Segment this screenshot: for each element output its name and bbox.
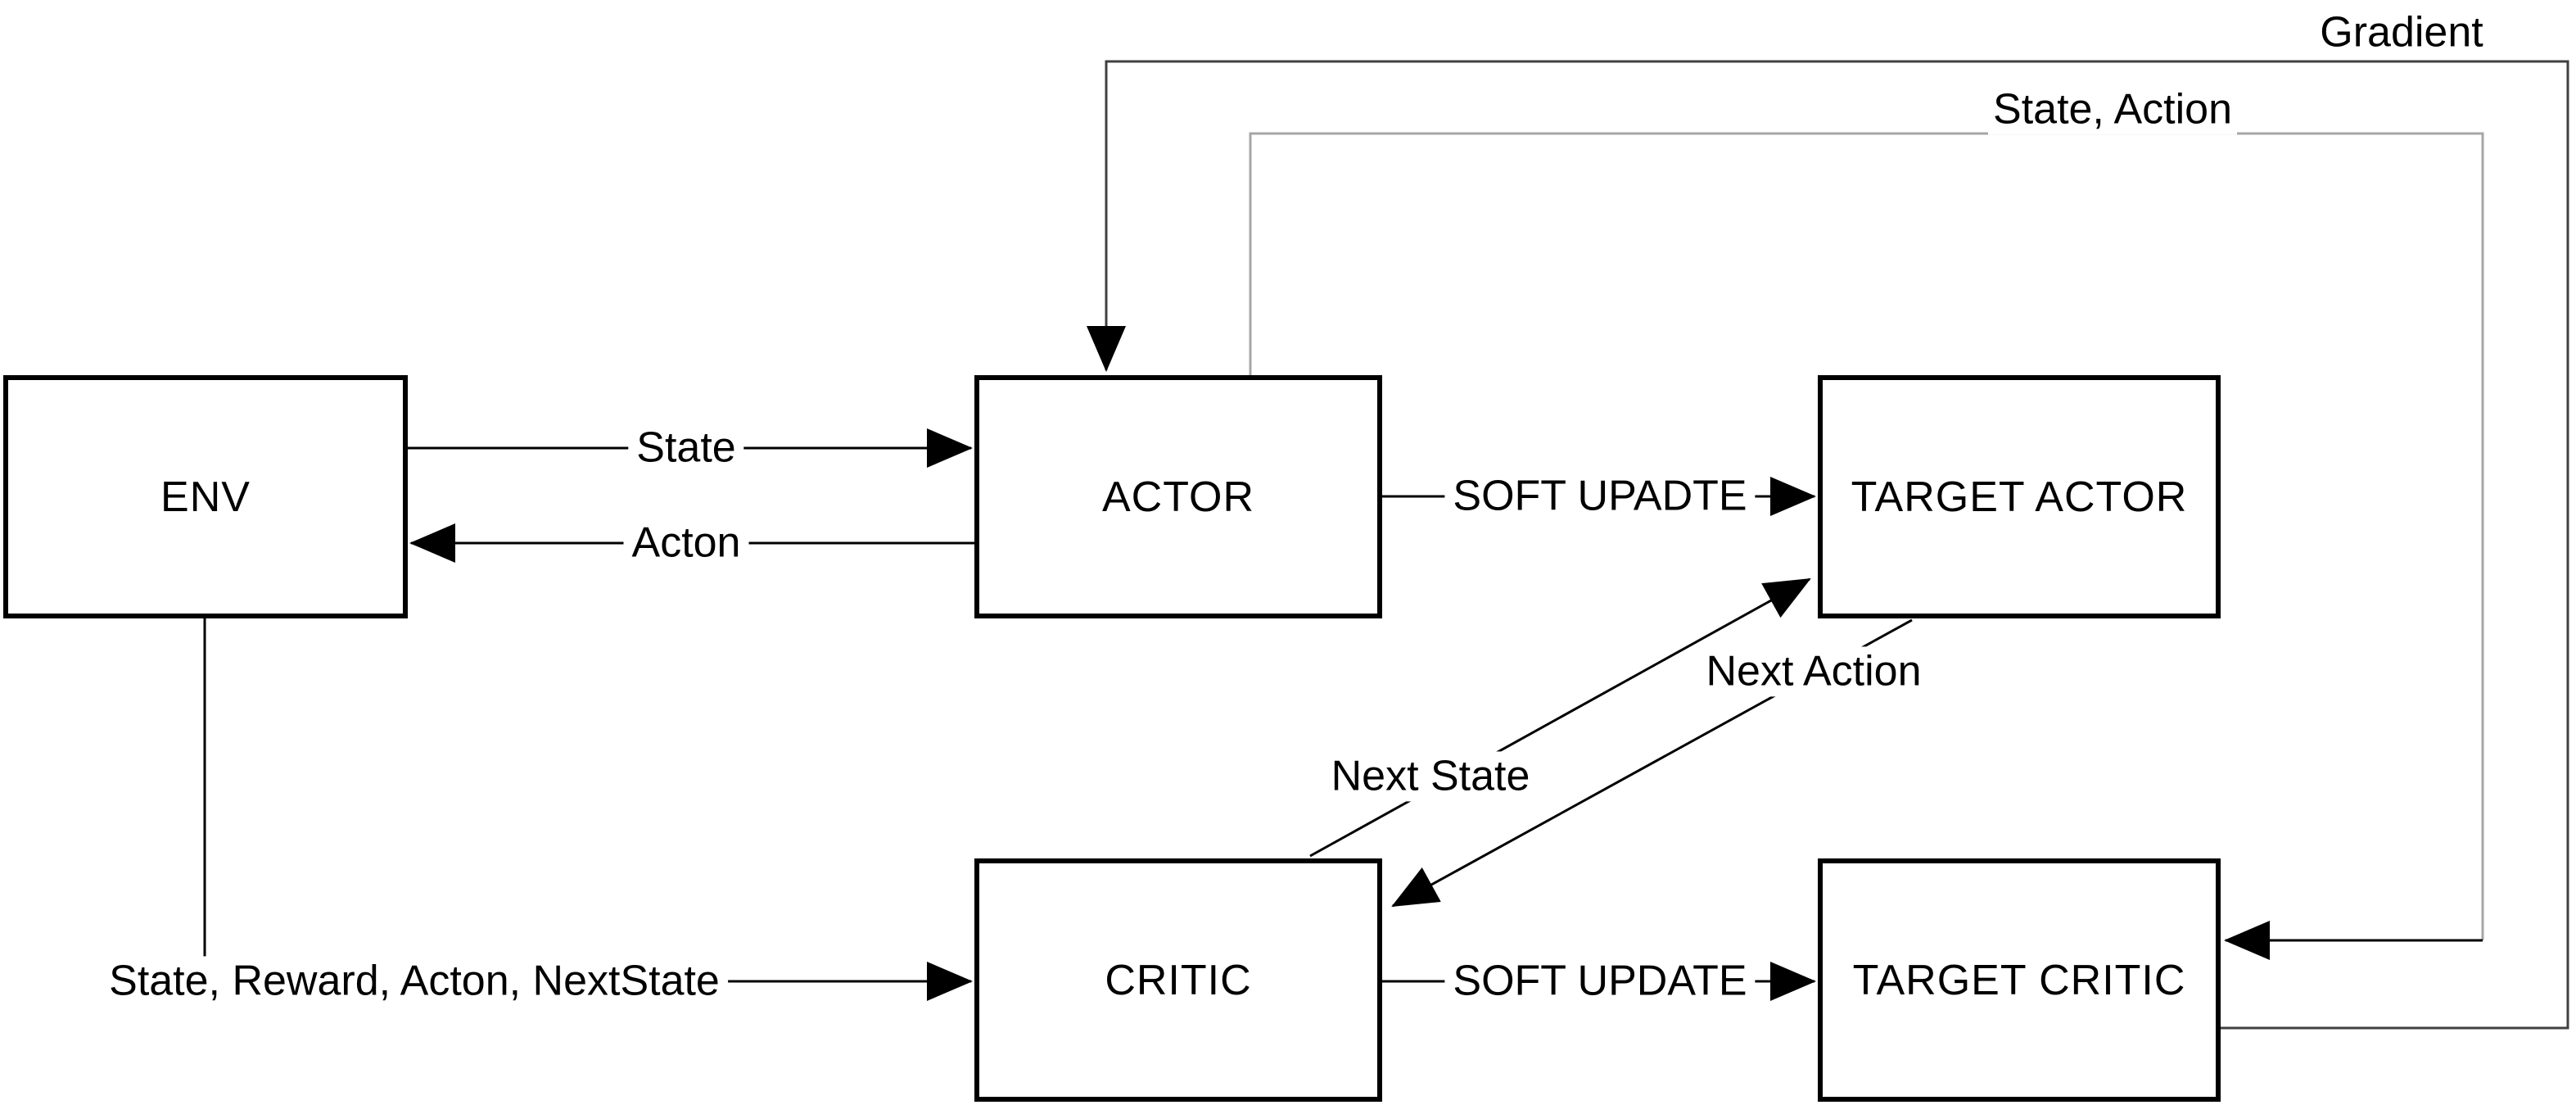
edge-label-state-action: State, Action bbox=[1988, 84, 2237, 135]
edge-state-action-line bbox=[1249, 132, 2484, 940]
node-actor-label: ACTOR bbox=[1101, 473, 1255, 521]
edge-label-next-action: Next Action bbox=[1697, 646, 1930, 697]
node-target-critic: TARGET CRITIC bbox=[1818, 858, 2221, 1102]
edge-label-state: State bbox=[628, 423, 744, 473]
node-target-critic-label: TARGET CRITIC bbox=[1852, 956, 2186, 1004]
edge-label-state-reward-acton-nextstate: State, Reward, Acton, NextState bbox=[101, 956, 728, 1007]
edge-next-state-line bbox=[1309, 577, 1811, 858]
edge-label-soft-upadte: SOFT UPADTE bbox=[1444, 471, 1756, 522]
node-target-actor: TARGET ACTOR bbox=[1818, 375, 2221, 618]
edge-env-critic-line bbox=[203, 618, 973, 1001]
node-critic-label: CRITIC bbox=[1105, 956, 1252, 1004]
edge-label-next-state: Next State bbox=[1322, 751, 1539, 802]
edge-label-soft-update: SOFT UPDATE bbox=[1444, 956, 1756, 1007]
node-env: ENV bbox=[3, 375, 408, 618]
node-target-actor-label: TARGET ACTOR bbox=[1851, 473, 2188, 521]
node-actor: ACTOR bbox=[974, 375, 1382, 618]
node-critic: CRITIC bbox=[974, 858, 1382, 1102]
edge-gradient-line bbox=[1087, 60, 2569, 1030]
edge-label-gradient: Gradient bbox=[2315, 7, 2488, 58]
node-env-label: ENV bbox=[160, 473, 251, 521]
edge-label-acton: Acton bbox=[623, 518, 749, 568]
